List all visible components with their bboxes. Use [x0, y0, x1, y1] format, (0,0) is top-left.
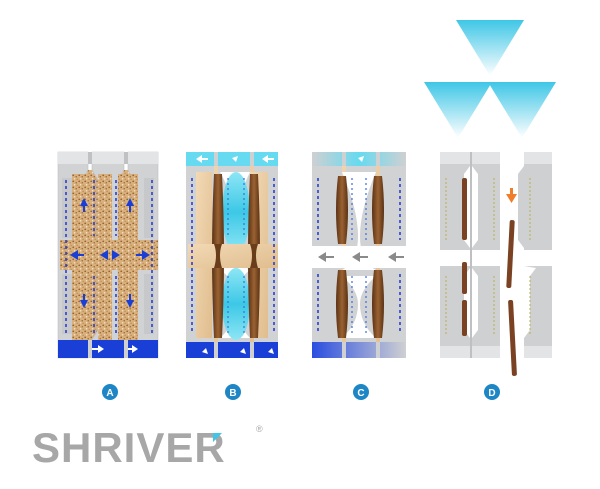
- panel-b-washing: [186, 152, 278, 358]
- svg-text:B: B: [229, 388, 236, 399]
- step-label-a: A: [102, 384, 118, 400]
- svg-text:C: C: [357, 388, 364, 399]
- step-label-c: C: [353, 384, 369, 400]
- registered-mark: ®: [256, 424, 263, 434]
- svg-text:D: D: [488, 388, 495, 399]
- down-arrow-icon: [506, 188, 517, 203]
- step-label-d: D: [484, 384, 500, 400]
- triangle-logo-icon: [424, 20, 556, 138]
- brand-logo: SHRIVER ®: [32, 424, 263, 471]
- panel-c-pressing: [312, 152, 406, 358]
- step-label-b: B: [225, 384, 241, 400]
- brand-accent-icon: [213, 433, 222, 442]
- panel-a-filtration: [57, 151, 159, 359]
- svg-text:A: A: [106, 388, 113, 399]
- panel-d-discharge: [440, 152, 552, 376]
- brand-name: SHRIVER: [32, 424, 226, 471]
